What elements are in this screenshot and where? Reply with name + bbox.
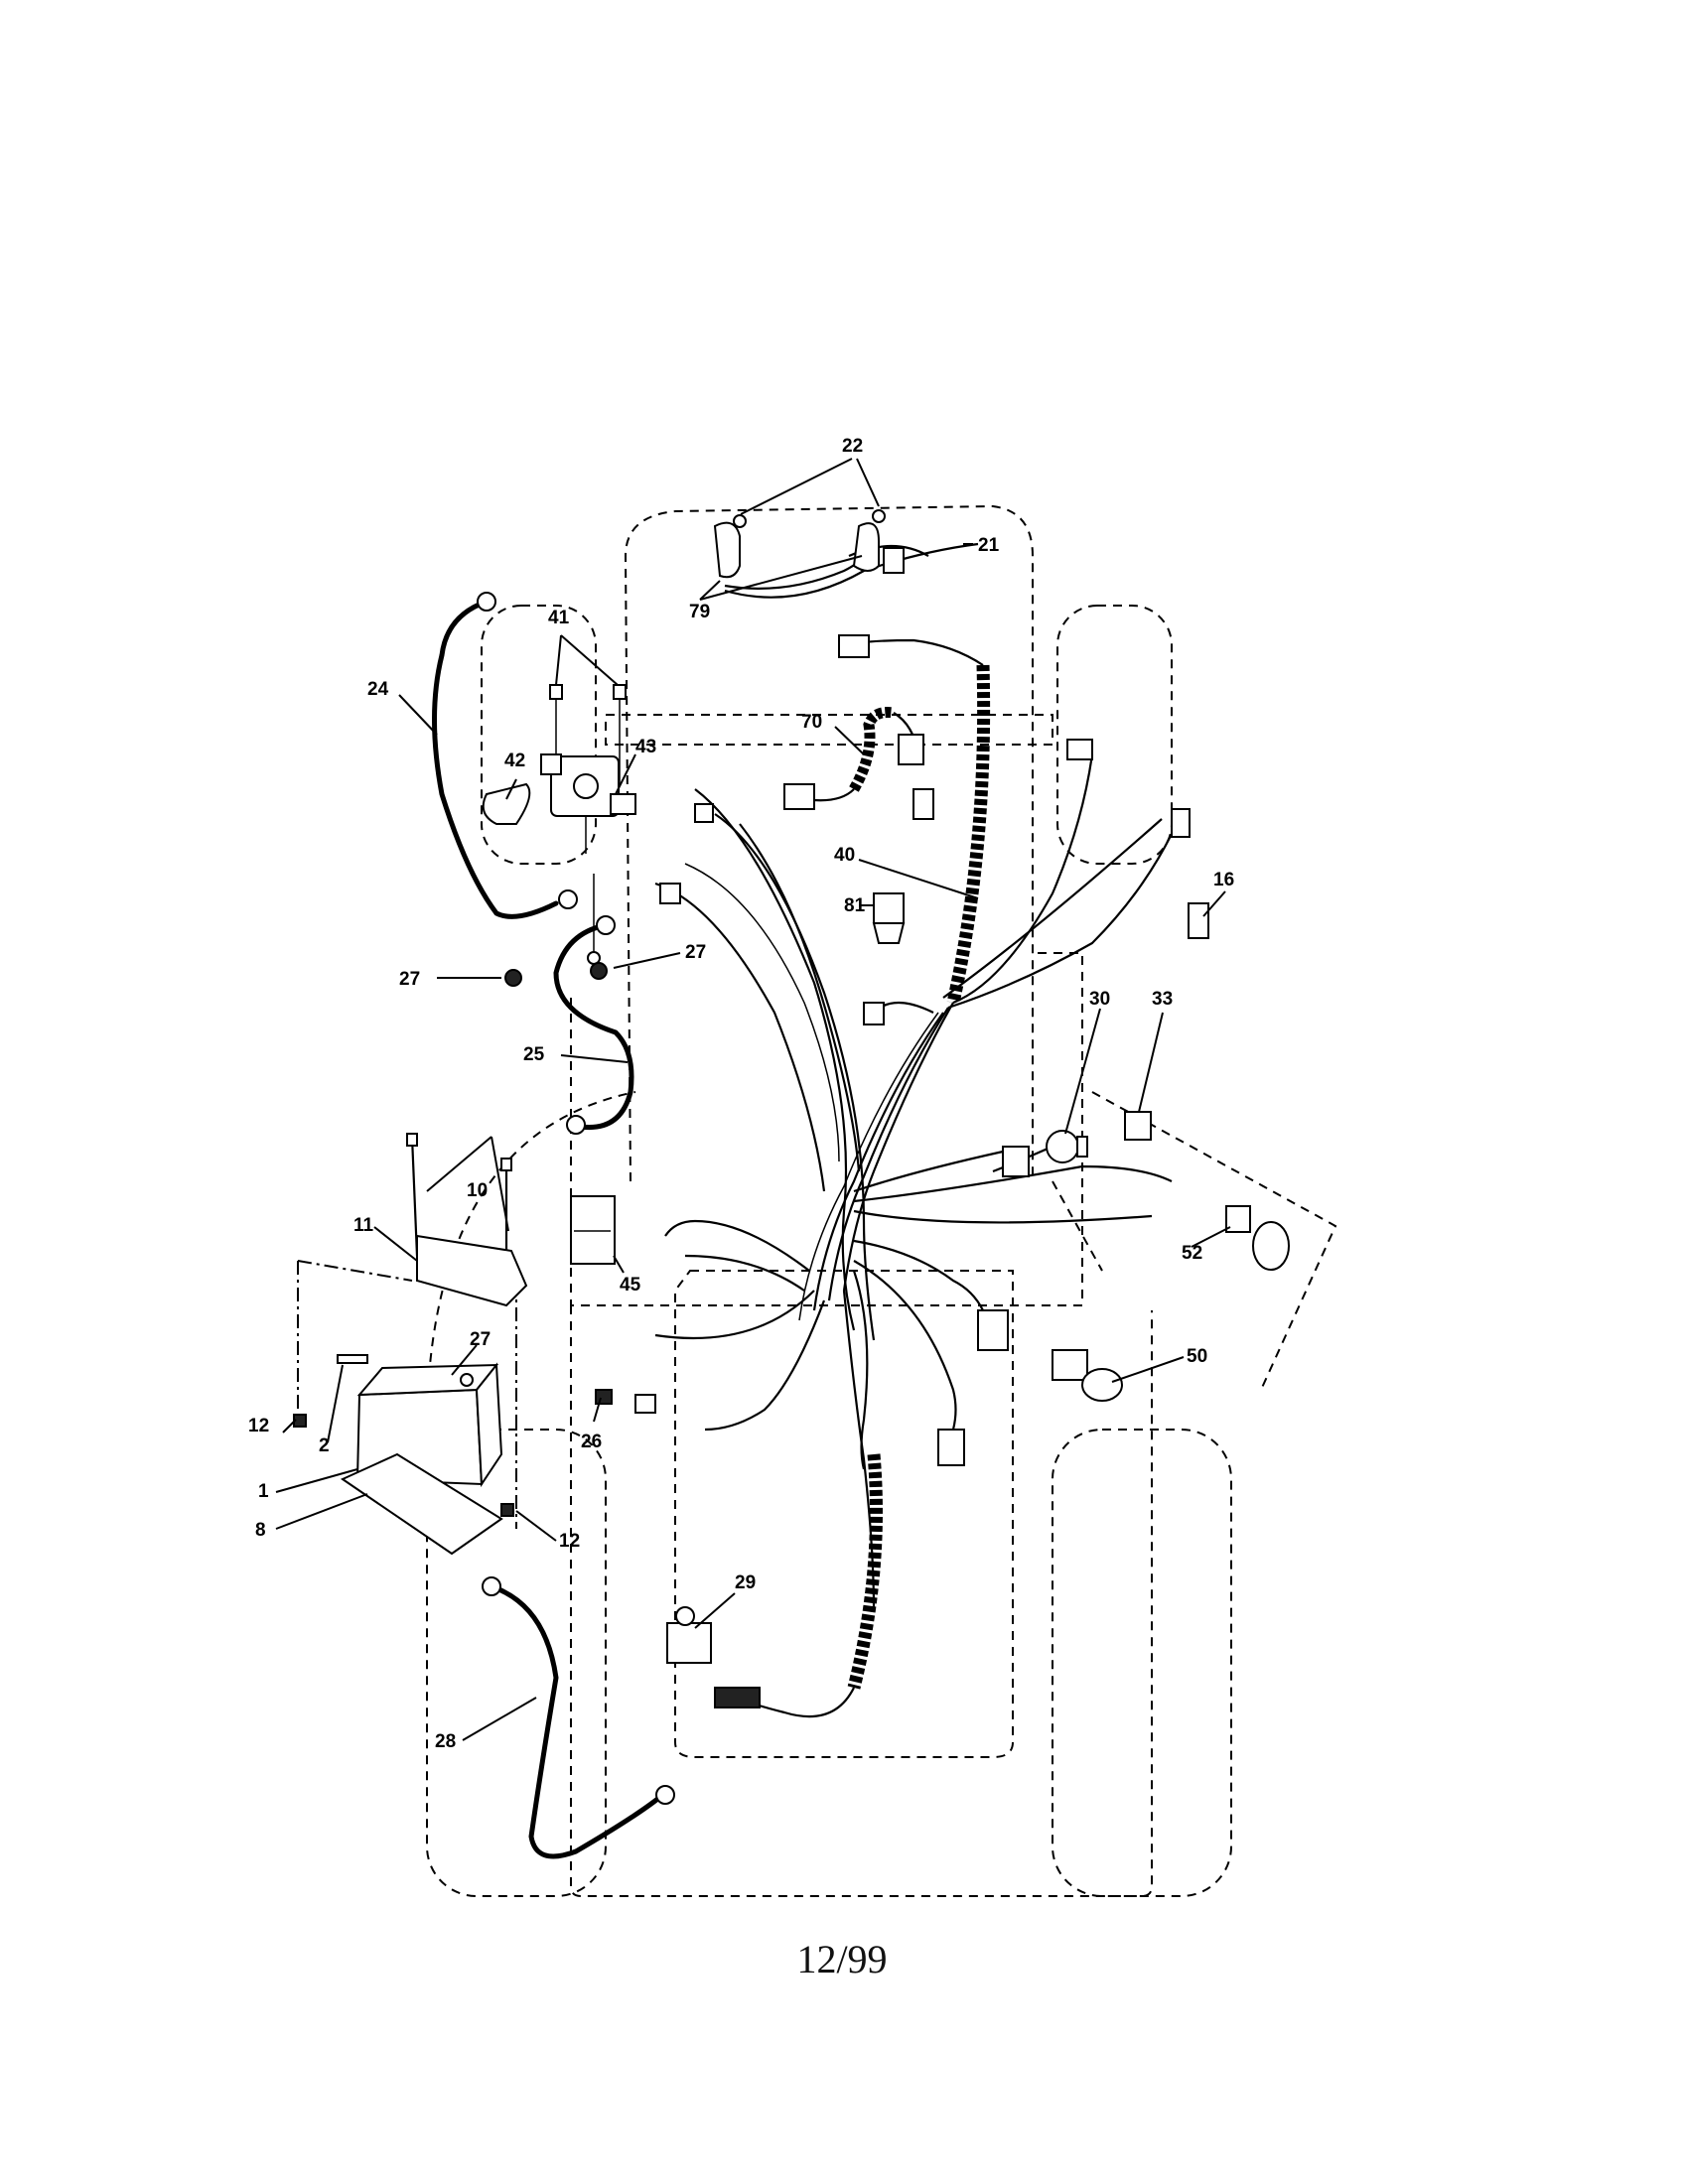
solenoid-43 [540, 684, 636, 965]
callout-24: 24 [367, 679, 389, 700]
tractor-outline [297, 504, 1337, 1897]
connectors [659, 634, 1191, 1466]
fuse-26 [595, 1389, 656, 1414]
callout-45: 45 [620, 1275, 641, 1296]
battery-tray-8 [340, 1452, 503, 1556]
seat-switch-29 [666, 1606, 761, 1708]
bolt-2 [337, 1354, 368, 1364]
callout-12a: 12 [248, 1416, 269, 1436]
callout-22: 22 [842, 436, 863, 457]
switch-33 [1124, 1111, 1152, 1141]
switch-16 [1188, 902, 1209, 939]
ground-cable-25 [553, 915, 634, 1135]
callout-12b: 12 [559, 1531, 580, 1552]
callout-8: 8 [255, 1520, 266, 1541]
harness-coil-70 [783, 707, 934, 820]
callout-41: 41 [548, 608, 570, 628]
callout-79: 79 [689, 602, 710, 622]
hold-down-10 [406, 1133, 528, 1307]
callout-26: 26 [581, 1432, 602, 1452]
relay-81 [872, 892, 906, 944]
battery-cable-24 [432, 592, 578, 919]
callout-30: 30 [1089, 989, 1110, 1010]
callout-29: 29 [735, 1572, 756, 1593]
callout-16: 16 [1213, 870, 1234, 890]
leader-lines [275, 458, 1231, 1741]
ground-cable-28 [482, 1576, 675, 1859]
light-harness-21 [713, 509, 979, 599]
callout-25: 25 [523, 1044, 545, 1065]
nuts-27 [504, 962, 608, 987]
callout-labels: 22 21 79 24 41 70 43 42 40 16 81 27 27 3… [248, 436, 1234, 1752]
callout-81: 81 [844, 895, 866, 916]
main-harness-40 [654, 638, 1173, 1609]
callout-42: 42 [504, 751, 525, 771]
callout-2: 2 [319, 1435, 330, 1456]
page-label: 12/99 [796, 1937, 888, 1981]
callout-10: 10 [467, 1180, 488, 1201]
callout-27a: 27 [399, 969, 420, 990]
callout-70: 70 [801, 712, 822, 733]
seat-switch-coil [749, 1453, 883, 1718]
callout-52: 52 [1182, 1243, 1202, 1264]
callout-33: 33 [1152, 989, 1173, 1010]
fuse-holder-45 [570, 1195, 616, 1265]
callout-27c: 27 [470, 1329, 491, 1350]
callout-11: 11 [353, 1215, 374, 1236]
plug-52 [1225, 1205, 1290, 1271]
switch-50 [1052, 1349, 1123, 1402]
callout-43: 43 [635, 737, 656, 757]
ignition-switch-30 [1046, 1130, 1088, 1163]
callout-21: 21 [978, 535, 1000, 556]
callout-40: 40 [834, 845, 855, 866]
boot-42 [482, 782, 531, 825]
callout-50: 50 [1187, 1346, 1207, 1367]
callout-1: 1 [258, 1481, 269, 1502]
callout-28: 28 [435, 1731, 456, 1752]
callout-27b: 27 [685, 942, 706, 963]
